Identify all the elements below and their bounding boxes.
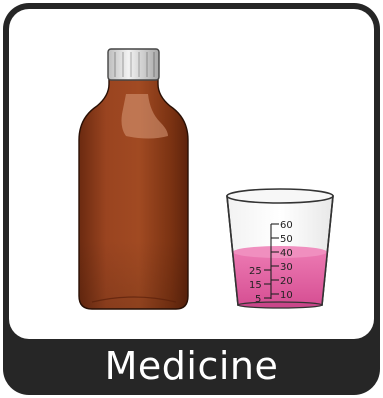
cup-mark-30: 30 (280, 262, 293, 273)
cup-mark-20: 20 (280, 276, 293, 287)
cup-mark-40: 40 (280, 248, 293, 259)
cup-mark-25: 25 (249, 266, 262, 277)
cup-mark-60: 60 (280, 220, 293, 231)
cup-mark-50: 50 (280, 234, 293, 245)
measuring-cup-icon: 60 50 40 30 20 10 25 15 5 (226, 188, 334, 309)
cup-scale (264, 223, 279, 299)
cup-mark-5: 5 (255, 294, 261, 305)
cup-mark-10: 10 (280, 290, 293, 301)
card-label: Medicine (104, 344, 279, 388)
bottle-cap (107, 48, 160, 81)
cup-mark-15: 15 (249, 280, 262, 291)
medicine-bottle-icon (78, 48, 189, 310)
